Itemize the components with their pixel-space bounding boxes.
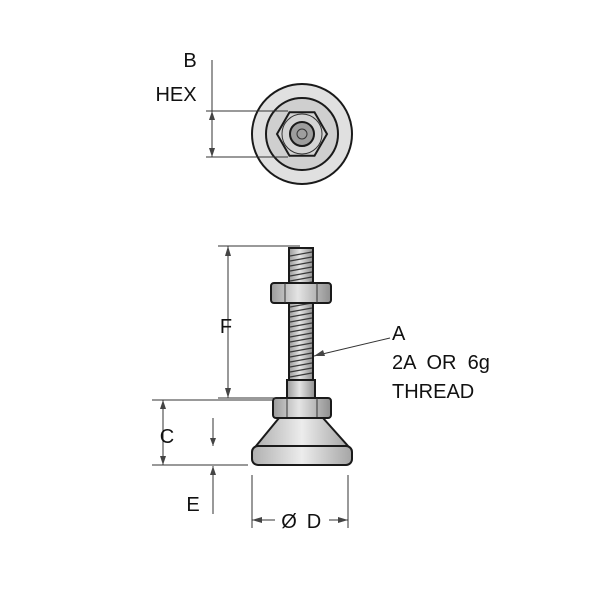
thread-line [289, 251, 313, 257]
stud-collar [286, 379, 316, 399]
thread-line [289, 307, 313, 313]
f-arrow-bottom [225, 388, 231, 398]
thread-line [289, 347, 313, 353]
side-view: F C E Ø D A 2A OR 6g THREAD [152, 245, 490, 533]
thread-line [289, 312, 313, 318]
label-b: B [183, 50, 196, 72]
label-a: A [392, 323, 406, 345]
label-d: D [307, 511, 321, 533]
thread-line [289, 317, 313, 323]
thread-line [289, 327, 313, 333]
stud-end-center [296, 128, 308, 140]
c-inner-arrow [210, 438, 216, 446]
label-thread: THREAD [392, 381, 474, 403]
label-c: C [160, 426, 174, 448]
thread-line [289, 352, 313, 358]
thread-line [289, 261, 313, 267]
label-thread-spec: 2A OR 6g [392, 352, 490, 374]
c-arrow-top [160, 400, 166, 409]
thread-line [289, 266, 313, 272]
thread-line [289, 367, 313, 373]
base-pad-taper [253, 417, 351, 447]
thread-line [289, 342, 313, 348]
label-diameter-symbol: Ø [281, 511, 297, 533]
thread-line [289, 372, 313, 378]
label-hex: HEX [155, 84, 196, 106]
d-arrow-left [252, 517, 262, 523]
thread-leader-arrow [314, 350, 325, 356]
thread-leader-line [313, 337, 391, 357]
hex-arrow-bottom [209, 148, 215, 157]
thread-line [289, 256, 313, 262]
lower-hex-nut [272, 397, 332, 419]
hex-arrow-top [209, 111, 215, 120]
upper-jam-nut [270, 282, 332, 304]
hex-nut-chamfer [281, 113, 323, 155]
thread-line [289, 362, 313, 368]
d-arrow-right [338, 517, 348, 523]
thread-line [289, 357, 313, 363]
thread-line [289, 276, 313, 282]
thread-line [289, 271, 313, 277]
thread-line [289, 332, 313, 338]
label-e: E [186, 494, 199, 516]
c-arrow-bottom [160, 456, 166, 465]
thread-lines [289, 251, 313, 378]
e-arrow-top [210, 466, 216, 475]
f-arrow-top [225, 246, 231, 256]
top-view: B HEX [155, 50, 353, 185]
thread-line [289, 337, 313, 343]
base-pad-foot [251, 445, 353, 466]
thread-line [289, 322, 313, 328]
stud-end-ring [289, 121, 315, 147]
label-f: F [220, 316, 232, 338]
